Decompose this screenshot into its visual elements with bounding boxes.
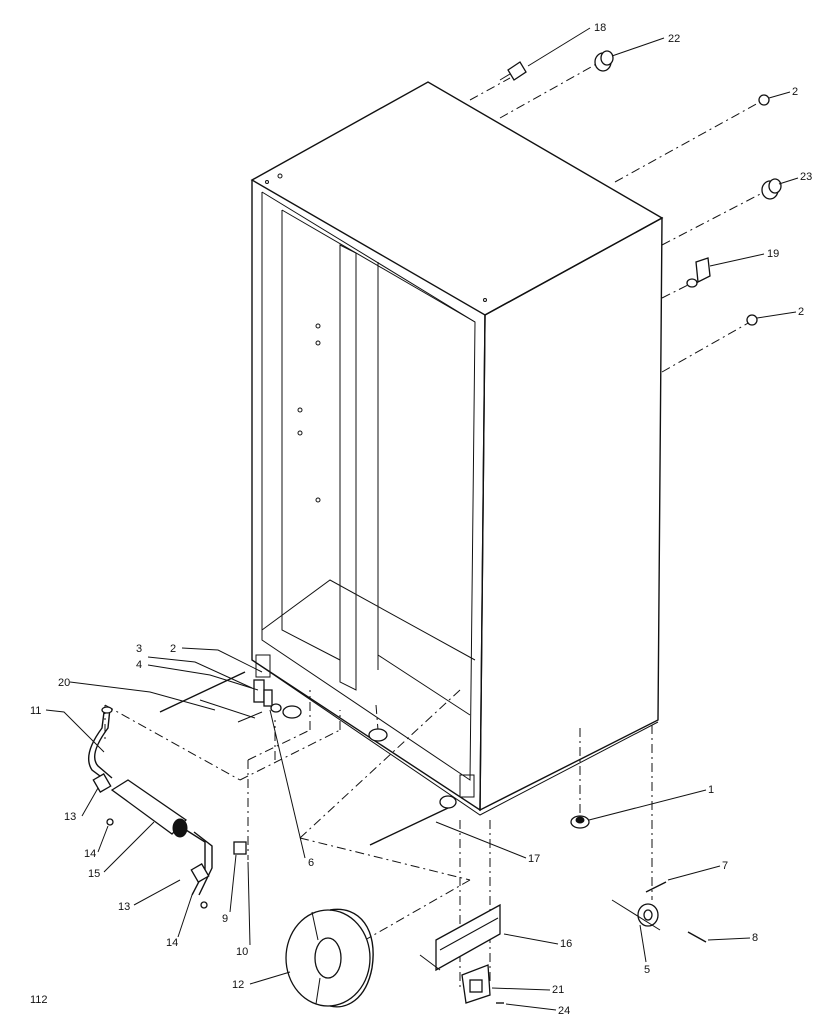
callout-8: 8 [752, 932, 758, 944]
part-16-base-plate [419, 903, 501, 972]
callout-16: 16 [560, 938, 572, 950]
part-22-bushing [594, 50, 614, 72]
part-23-bushing [761, 178, 782, 200]
page-code: 112 [30, 994, 48, 1006]
callout-14-lower: 14 [166, 937, 178, 949]
cabinet-top [250, 81, 664, 316]
callout-17: 17 [528, 853, 540, 865]
callout-21: 21 [552, 984, 564, 996]
front-opening [261, 191, 476, 781]
part-18-plug [499, 61, 527, 81]
callout-9: 9 [222, 913, 228, 925]
callout-2-side: 2 [798, 306, 804, 318]
callout-labels: 18 22 2 23 19 2 1 7 8 5 16 21 24 17 12 1… [30, 22, 812, 1017]
callout-20: 20 [58, 677, 70, 689]
part-5-roller [611, 899, 661, 931]
callout-19: 19 [767, 248, 779, 260]
callout-23: 23 [800, 171, 812, 183]
part-17-rod [369, 807, 449, 846]
callout-3: 3 [136, 643, 142, 655]
callout-13-lower: 13 [118, 901, 130, 913]
part-20-rod [159, 671, 246, 713]
part-9-clip [233, 841, 247, 855]
callout-14-upper: 14 [84, 848, 96, 860]
callout-4: 4 [136, 659, 142, 671]
callout-7: 7 [722, 860, 728, 872]
part-1-leveling-foot [570, 815, 590, 829]
part-6-hinge [237, 679, 282, 723]
part-2-nut-top [758, 94, 770, 106]
cabinet-side [479, 216, 663, 812]
cabinet-front [251, 180, 486, 812]
callout-22: 22 [668, 33, 680, 45]
callout-1: 1 [708, 784, 714, 796]
part-12-insulation-ring [285, 908, 374, 1008]
callout-leaders [45, 27, 799, 1011]
callout-24: 24 [558, 1005, 570, 1017]
part-19-bracket [686, 257, 711, 288]
callout-6: 6 [308, 857, 314, 869]
assembly-lines [104, 61, 769, 990]
part-7-screw [645, 881, 667, 893]
part-15-tube-assembly [88, 706, 213, 909]
parts [88, 50, 782, 1008]
callout-13-upper: 13 [64, 811, 76, 823]
callout-10: 10 [236, 946, 248, 958]
callout-11: 11 [30, 705, 41, 717]
callout-12: 12 [232, 979, 244, 991]
callout-2-hinge: 2 [170, 643, 176, 655]
center-mullion [339, 244, 357, 691]
part-2-nut-side [746, 314, 758, 326]
part-8-screw [687, 931, 707, 943]
part-21-bracket [461, 964, 491, 1004]
callout-5: 5 [644, 964, 650, 976]
callout-18: 18 [594, 22, 606, 34]
callout-15: 15 [88, 868, 100, 880]
callout-2-top: 2 [792, 86, 798, 98]
cabinet [250, 81, 664, 816]
